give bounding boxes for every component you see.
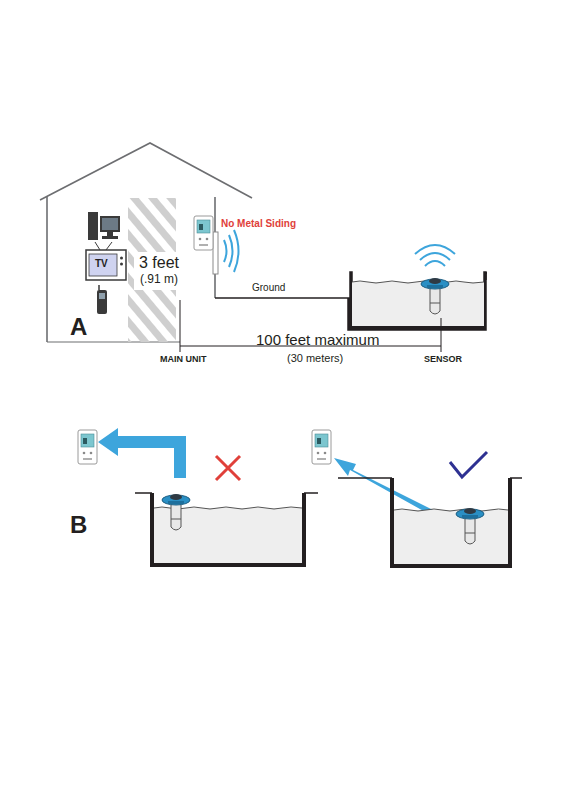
tv-label: TV (95, 258, 108, 269)
distance-metric: (.91 m) (140, 273, 178, 286)
dimension-label: 100 feet maximum (256, 332, 379, 349)
distance-label: 3 feet (139, 254, 179, 272)
part-label: SENSOR (424, 355, 462, 365)
figure-letter: A (70, 314, 87, 340)
warning-note: No Metal Siding (221, 218, 296, 229)
part-label: MAIN UNIT (160, 355, 207, 365)
dimension-metric: (30 meters) (287, 352, 343, 364)
ground-label: Ground (252, 282, 285, 293)
figure-letter: B (70, 512, 87, 538)
